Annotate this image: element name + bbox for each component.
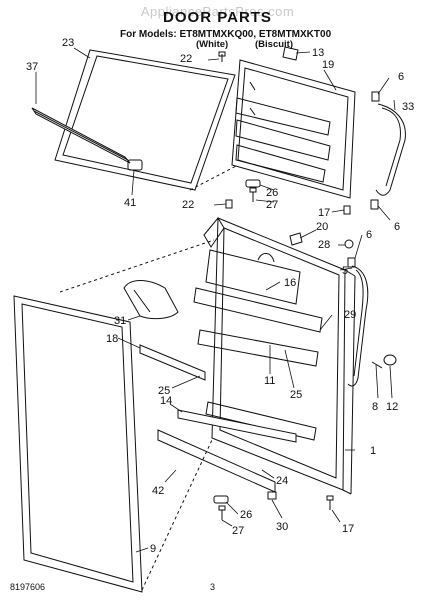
callout-30: 30 (276, 521, 288, 533)
callout-31: 31 (114, 315, 126, 327)
models-label: For Models: ET8MTMXKQ00, ET8MTMXKT00 (120, 29, 332, 40)
callout-18: 18 (106, 333, 118, 345)
hinge-pin-parts (371, 354, 397, 369)
callout-12: 12 (386, 401, 398, 413)
callout-14: 14 (160, 395, 172, 407)
callout-labels: 23 37 41 22 13 19 6 33 26 27 22 17 6 20 … (26, 37, 414, 555)
callout-27-upper: 27 (266, 199, 278, 211)
callout-25-left: 25 (158, 385, 170, 397)
page-number: 3 (210, 582, 216, 592)
callout-17-lower: 17 (342, 523, 354, 535)
dairy-door (123, 280, 179, 320)
diagram-title: DOOR PARTS (163, 9, 272, 26)
callout-13: 13 (312, 47, 324, 59)
callout-27-lower: 27 (232, 525, 244, 537)
freezer-handle (370, 91, 406, 210)
callout-42: 42 (152, 485, 164, 497)
callout-41: 41 (124, 197, 136, 209)
callout-5: 5 (342, 265, 348, 277)
callout-20: 20 (316, 221, 328, 233)
callout-9: 9 (150, 543, 156, 555)
callout-25-right: 25 (290, 389, 302, 401)
variant-biscuit: (Biscuit) (255, 39, 293, 50)
callout-6-lower: 6 (366, 229, 372, 241)
callout-23: 23 (62, 37, 74, 49)
watermark: AppliancePartsPros.com (140, 4, 295, 19)
bracket (282, 46, 299, 61)
screw-upper (218, 51, 226, 62)
alignment-lines (59, 164, 239, 591)
callout-6-mid: 6 (394, 221, 400, 233)
callout-1: 1 (370, 445, 376, 457)
callout-8: 8 (372, 401, 378, 413)
callout-28: 28 (318, 239, 330, 251)
bottom-hinge-parts (213, 491, 334, 520)
freezer-door-liner (231, 59, 356, 199)
leader-lines (35, 47, 396, 553)
callout-29: 29 (344, 309, 356, 321)
footer-code: 8197606 (10, 582, 46, 592)
variant-white: (White) (196, 39, 229, 50)
callout-19: 19 (322, 59, 334, 71)
callout-22-upper: 22 (180, 53, 192, 65)
screws-mid (225, 199, 351, 215)
freezer-hinge-parts (245, 179, 261, 202)
callout-11: 11 (264, 375, 275, 387)
freezer-gasket (54, 49, 236, 191)
callout-26-upper: 26 (266, 187, 278, 199)
trim-clip (127, 159, 143, 171)
callout-33: 33 (402, 101, 414, 113)
fresh-food-handle (347, 265, 369, 387)
shelf-rail-18 (139, 344, 206, 381)
hinge-caps (289, 232, 356, 268)
fresh-food-gasket (13, 295, 143, 593)
callout-24: 24 (276, 475, 288, 487)
fresh-food-door (193, 217, 356, 495)
callout-6-top: 6 (398, 71, 404, 83)
shelf-rail-14 (177, 409, 297, 443)
callout-22-lower: 22 (182, 199, 194, 211)
callout-17-upper: 17 (318, 207, 330, 219)
callout-26-lower: 26 (240, 509, 252, 521)
freezer-trim-upper (31, 107, 131, 164)
callout-16: 16 (284, 277, 296, 289)
callout-37: 37 (26, 61, 38, 73)
